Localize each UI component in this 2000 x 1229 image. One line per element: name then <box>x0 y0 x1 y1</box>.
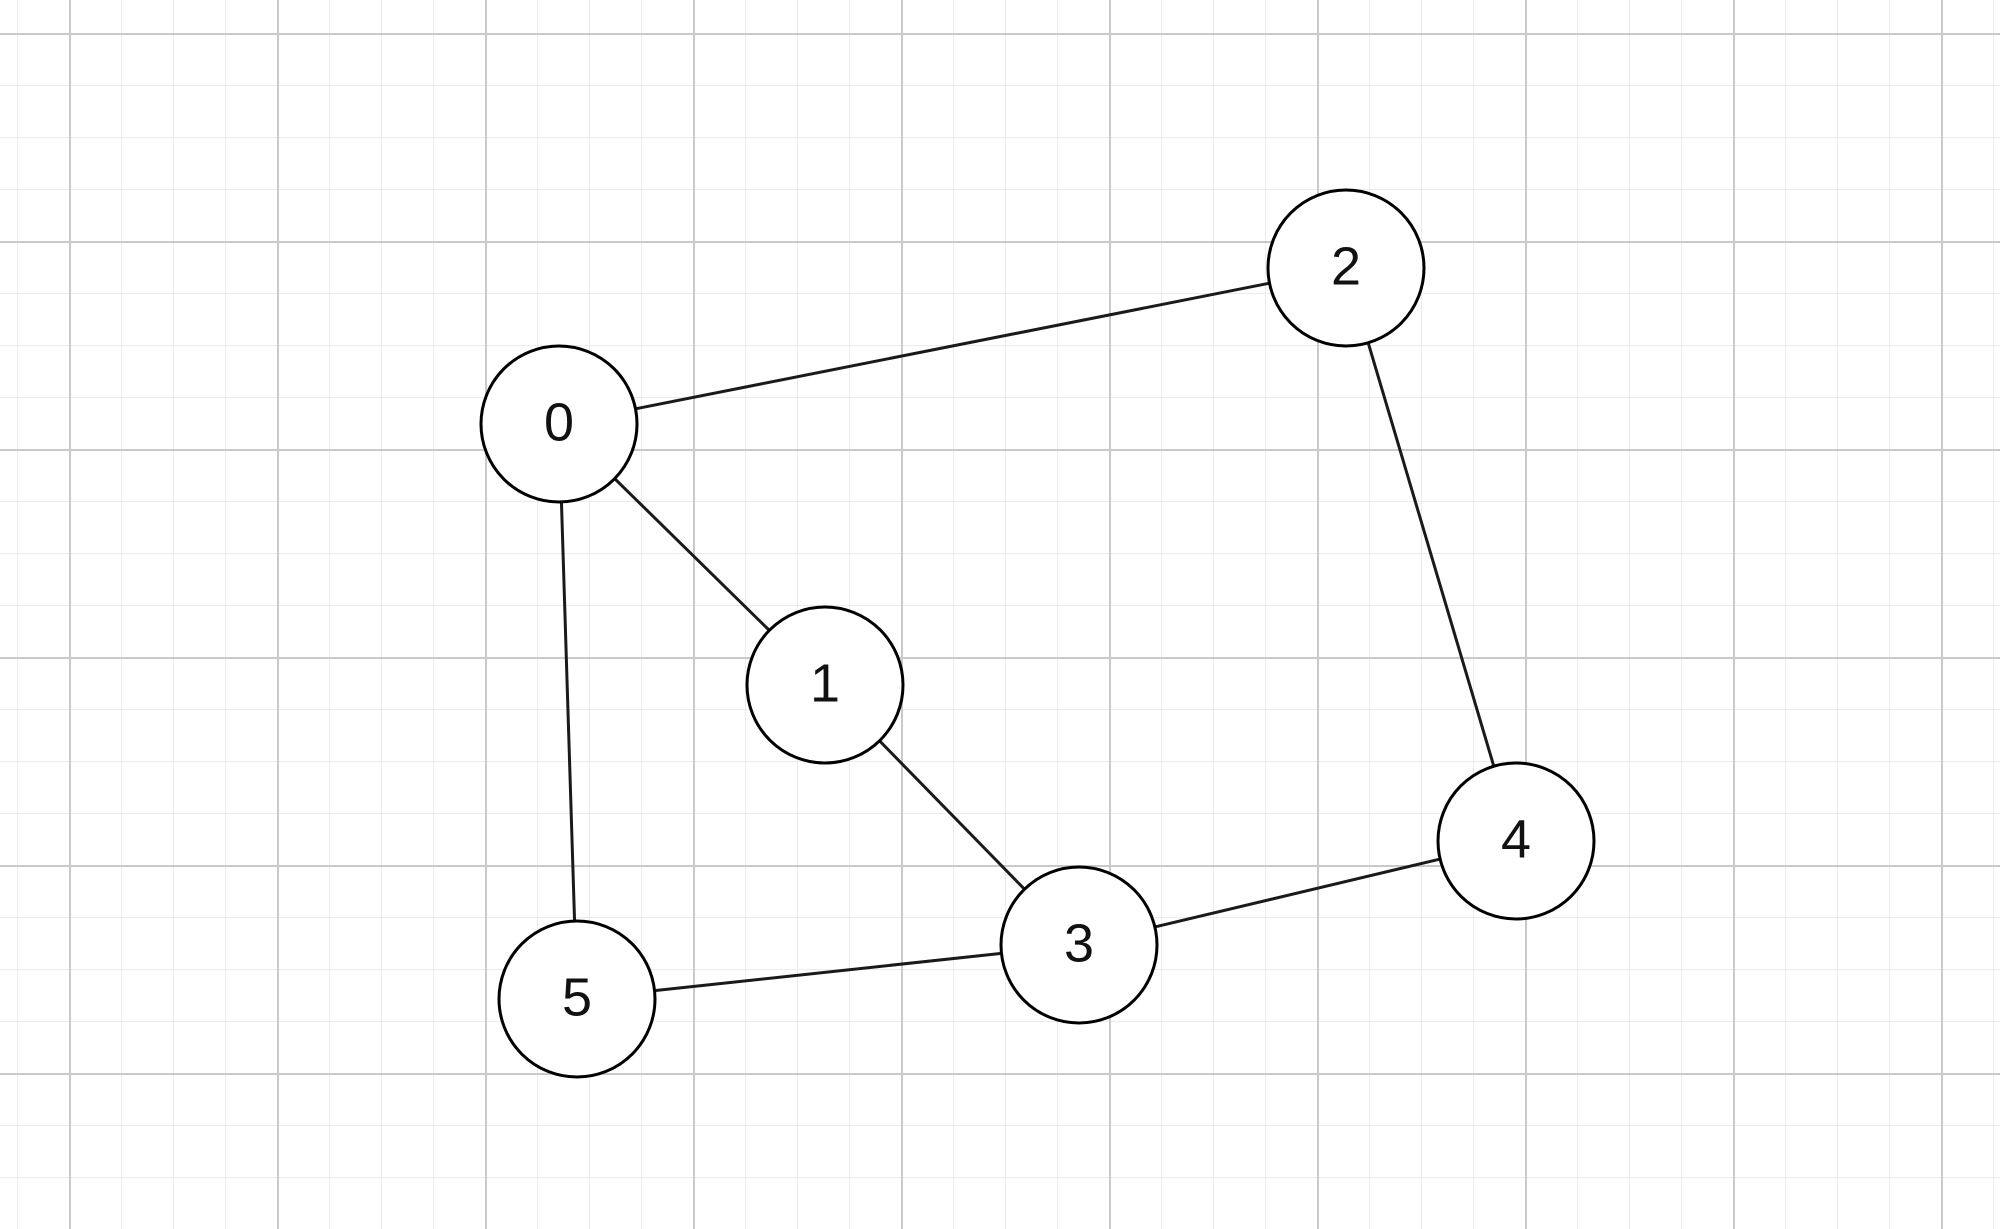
node-4[interactable]: 4 <box>1436 761 1596 921</box>
edges-layer <box>559 281 1496 993</box>
node-2[interactable]: 2 <box>1266 188 1426 348</box>
edge-5-3[interactable] <box>654 951 1002 993</box>
node-circle[interactable] <box>745 605 905 765</box>
node-label: 3 <box>1064 913 1094 973</box>
node-label: 5 <box>562 967 592 1027</box>
node-1[interactable]: 1 <box>745 605 905 765</box>
edge-0-5[interactable] <box>559 501 577 922</box>
node-circle[interactable] <box>1436 761 1596 921</box>
edge-0-1[interactable] <box>613 477 771 632</box>
node-label: 4 <box>1501 809 1531 869</box>
node-3[interactable]: 3 <box>999 865 1159 1025</box>
node-circle[interactable] <box>1266 188 1426 348</box>
nodes-layer: 0 1 2 3 4 5 <box>479 188 1596 1079</box>
node-5[interactable]: 5 <box>497 919 657 1079</box>
node-circle[interactable] <box>497 919 657 1079</box>
edge-0-2[interactable] <box>635 281 1270 411</box>
edge-3-4[interactable] <box>1154 857 1441 929</box>
edge-2-4[interactable] <box>1366 342 1496 767</box>
node-label: 0 <box>544 392 574 452</box>
node-label: 1 <box>810 653 840 713</box>
node-circle[interactable] <box>479 344 639 504</box>
node-circle[interactable] <box>999 865 1159 1025</box>
node-label: 2 <box>1331 236 1361 296</box>
edge-1-3[interactable] <box>878 739 1026 891</box>
node-0[interactable]: 0 <box>479 344 639 504</box>
